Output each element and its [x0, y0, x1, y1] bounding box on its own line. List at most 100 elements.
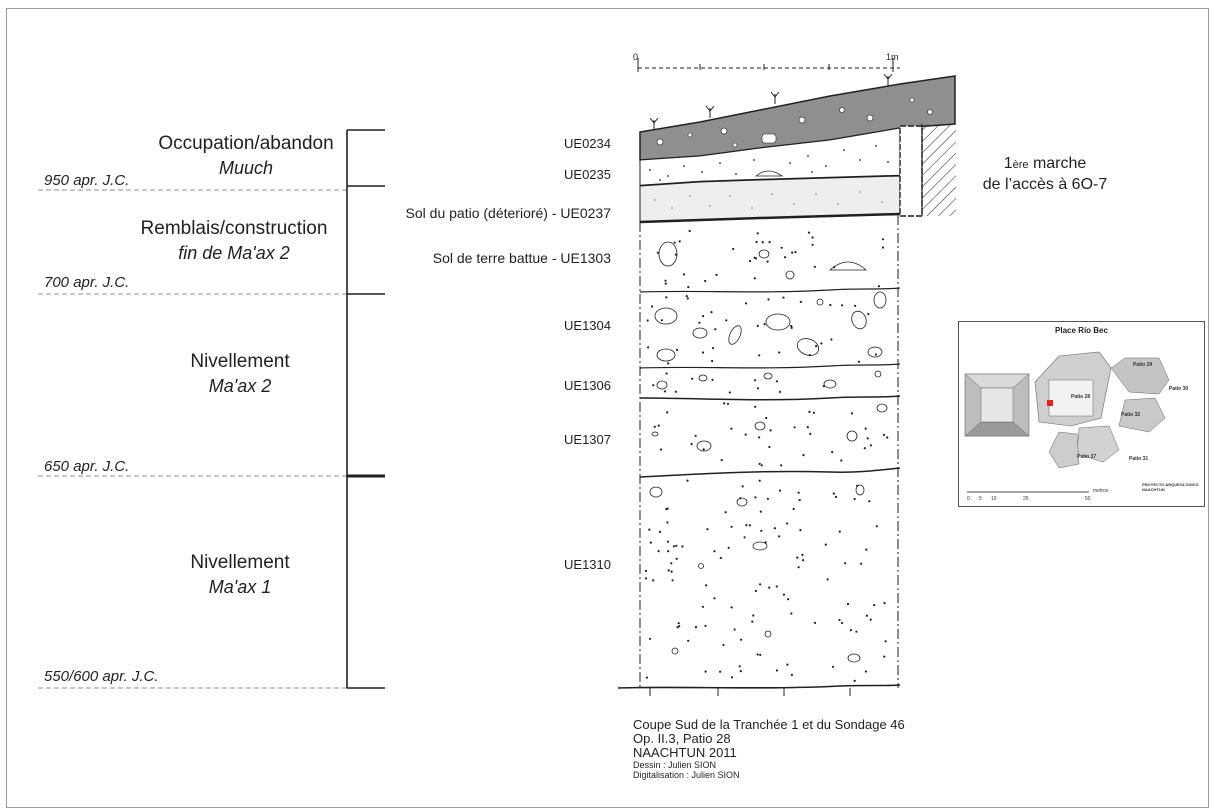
soil-dot: [763, 323, 766, 326]
soil-dot: [791, 251, 794, 254]
soil-dot: [664, 390, 667, 393]
soil-dot: [666, 540, 670, 543]
phase-subtitle: fin de Ma'ax 2: [178, 243, 290, 263]
inset-label: Patio 28: [1071, 394, 1091, 400]
soil-dot: [850, 412, 854, 415]
soil-dot: [667, 362, 670, 365]
soil-dot: [659, 530, 662, 534]
soil-dot: [783, 256, 787, 259]
soil-dot: [761, 241, 764, 244]
layer-label: UE1307: [564, 432, 611, 447]
soil-dot: [840, 459, 843, 462]
soil-dot: [796, 556, 799, 559]
soil-dot: [834, 495, 838, 498]
layer-label: Sol du patio (déterioré) - UE0237: [405, 205, 611, 221]
soil-dot: [813, 265, 817, 268]
inset-scale-label: 50: [1085, 496, 1091, 502]
layer-ue0237-bottom: [639, 212, 901, 224]
soil-dot: [702, 315, 705, 318]
layer-label: UE0235: [564, 167, 611, 182]
soil-dot: [706, 528, 709, 531]
soil-dot: [666, 521, 669, 524]
soil-dot: [754, 589, 758, 593]
soil-dot: [874, 353, 878, 356]
step-note: 1ère marche de l’accès à 6O-7: [960, 154, 1130, 195]
soil-dot: [838, 618, 841, 622]
soil-dot: [797, 566, 800, 569]
soil-dot: [687, 286, 690, 289]
soil-dot: [730, 606, 733, 609]
soil-dot: [882, 433, 886, 436]
soil-dot: [710, 311, 713, 314]
soil-dot: [748, 524, 752, 527]
soil-dot: [811, 243, 814, 246]
soil-dot: [675, 348, 679, 351]
layer-ue0237-dots: [654, 191, 883, 209]
soil-dot: [714, 328, 717, 331]
soil-dot: [694, 434, 697, 437]
soil-dot: [701, 605, 705, 608]
phase-title: Nivellement: [190, 552, 290, 573]
soil-dot: [860, 562, 863, 565]
caption-site: NAACHTUN 2011: [633, 745, 737, 760]
caption-digitalisation: Digitalisation : Julien SION: [633, 770, 740, 780]
soil-dot: [759, 653, 762, 657]
soil-dot: [802, 454, 805, 457]
soil-dot: [702, 448, 705, 451]
layer-label: UE1310: [564, 557, 611, 572]
soil-dot: [780, 464, 783, 467]
soil-dot: [865, 614, 869, 617]
soil-dot: [740, 638, 743, 641]
soil-dot: [748, 259, 752, 263]
soil-dot: [886, 436, 889, 439]
soil-dot: [665, 296, 668, 299]
soil-dot: [738, 665, 741, 668]
soil-dot: [727, 546, 730, 549]
phase-nivellement-2: Nivellement Ma'ax 2: [110, 350, 370, 398]
soil-dot: [664, 279, 667, 282]
layer-label: UE1306: [564, 378, 611, 393]
layer-ue0235-dots: [649, 145, 889, 181]
vegetation: [649, 73, 893, 130]
soil-dot: [767, 298, 770, 301]
soil-dot: [657, 550, 660, 553]
soil-dot: [786, 663, 789, 666]
soil-dot: [730, 676, 734, 679]
soil-dot: [833, 266, 836, 269]
soil-dot: [685, 295, 688, 298]
soil-dot: [652, 579, 655, 582]
metric-scale: [637, 58, 900, 72]
soil-dot: [758, 436, 761, 439]
soil-dot: [724, 511, 727, 514]
soil-dot: [652, 384, 655, 387]
soil-dot: [773, 527, 777, 530]
soil-dot: [822, 385, 825, 388]
step-note-line2: de l’accès à 6O-7: [982, 176, 1108, 193]
soil-dot: [802, 559, 805, 562]
soil-dot: [775, 669, 779, 672]
soil-dot: [807, 231, 811, 234]
phase-title: Remblais/construction: [140, 218, 328, 239]
soil-dot: [853, 679, 856, 683]
soil-dot: [790, 324, 793, 328]
figure-frame: [6, 8, 1209, 808]
soil-dot: [841, 304, 844, 307]
soil-dot: [665, 508, 668, 511]
layer-ue1304-stones: [654, 291, 887, 362]
soil-dot: [809, 432, 812, 435]
soil-dot: [856, 484, 859, 487]
soil-dot: [782, 296, 785, 299]
soil-dot: [688, 229, 691, 233]
soil-dot: [846, 603, 850, 606]
phase-title: Occupation/abandon: [158, 133, 334, 154]
soil-dot: [866, 437, 869, 440]
soil-dot: [869, 444, 872, 447]
stone: [754, 170, 784, 177]
soil-dot: [678, 625, 681, 628]
soil-dot: [775, 380, 779, 383]
soil-dot: [778, 535, 781, 538]
inset-label: Patio 31: [1129, 456, 1149, 462]
soil-dot: [786, 522, 789, 525]
soil-dot: [674, 390, 677, 393]
soil-dot: [670, 562, 673, 565]
